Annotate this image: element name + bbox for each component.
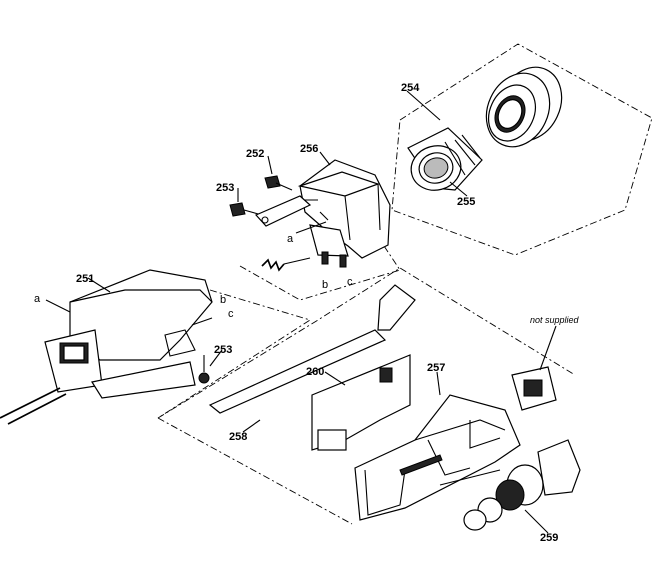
housing-part-256 — [297, 159, 391, 268]
not-supplied-note: not supplied — [530, 315, 580, 325]
viewfinder-body-part-251 — [0, 269, 213, 425]
letter-c-left: c — [228, 308, 234, 320]
label-252: 252 — [246, 148, 264, 160]
eyecup-part-254 — [485, 66, 563, 148]
strip-part-258 — [208, 284, 416, 414]
label-253-upper: 253 — [216, 182, 234, 194]
group-outline-upper-assembly — [239, 239, 401, 301]
leader-lines — [45, 90, 557, 534]
label-255: 255 — [457, 196, 475, 208]
label-257: 257 — [427, 362, 445, 374]
label-260: 260 — [306, 366, 324, 378]
spring — [261, 257, 311, 272]
leader-a-upper — [295, 221, 327, 234]
bracket-plate — [254, 195, 312, 227]
letter-a-right: a — [287, 233, 294, 245]
label-251: 251 — [76, 273, 94, 285]
label-258: 258 — [229, 431, 247, 443]
screw-253-lower — [198, 355, 210, 384]
group-outline-left-assembly — [157, 289, 312, 419]
connector-part-259 — [439, 439, 581, 531]
not-supplied-bracket — [511, 366, 557, 411]
letter-b-right: b — [322, 279, 328, 291]
frame-part-257 — [354, 394, 521, 521]
label-253-lower: 253 — [214, 344, 232, 356]
label-256: 256 — [300, 143, 318, 155]
screw-252 — [264, 175, 293, 191]
letter-a-left: a — [34, 293, 41, 305]
letter-b-left: b — [220, 294, 226, 306]
circuit-board-part-260 — [311, 354, 411, 451]
label-254: 254 — [401, 82, 420, 94]
label-259: 259 — [540, 532, 558, 544]
letter-c-right: c — [347, 276, 353, 288]
focus-ring-part-255 — [407, 127, 483, 191]
group-outline-lower-assembly — [157, 267, 576, 525]
group-outline-eyepiece — [391, 43, 653, 256]
